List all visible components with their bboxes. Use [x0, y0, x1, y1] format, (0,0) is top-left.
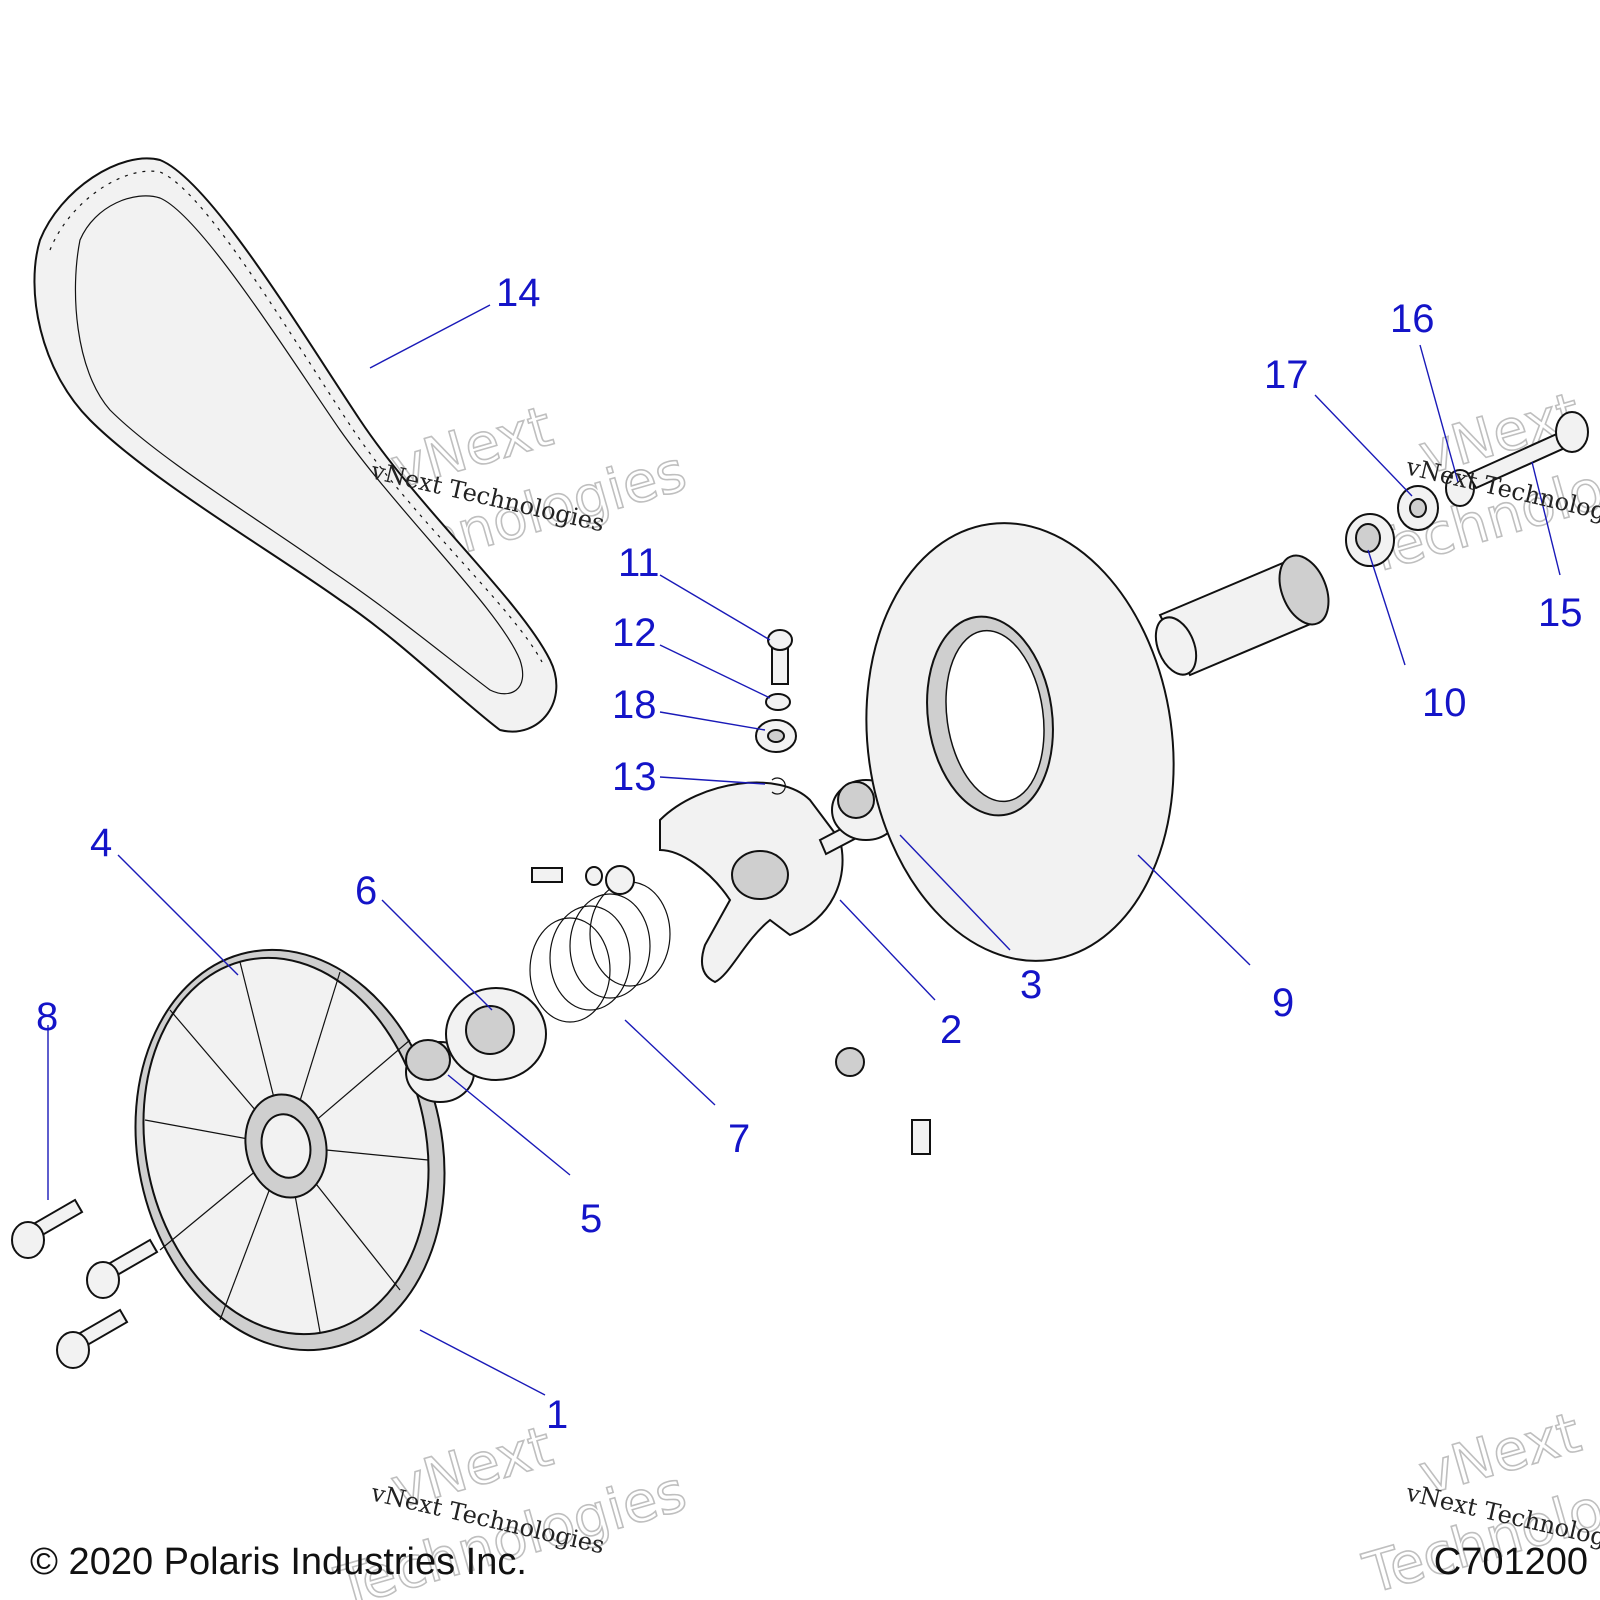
- leader-4: [117, 854, 239, 976]
- drive-belt: [33, 157, 558, 733]
- callout-18: 18: [612, 683, 657, 727]
- callout-13: 13: [612, 755, 657, 799]
- adjuster-screw: [767, 629, 793, 685]
- leader-11: [659, 574, 771, 641]
- drawing-code: C701200: [1434, 1541, 1588, 1583]
- leader-3: [899, 834, 1011, 951]
- leader-13: [659, 776, 766, 785]
- callout-8: 8: [36, 995, 58, 1039]
- leader-5: [447, 1074, 571, 1176]
- callout-7: 7: [728, 1117, 750, 1161]
- bolt: [56, 1308, 129, 1369]
- bearing-10: [1345, 513, 1395, 567]
- leader-17: [1314, 394, 1413, 497]
- bolt: [11, 1198, 84, 1259]
- callout-3: 3: [1020, 963, 1042, 1007]
- callout-6: 6: [355, 869, 377, 913]
- drive-sheave: [134, 948, 446, 1352]
- leader-14: [369, 304, 491, 369]
- leader-9: [1137, 854, 1251, 966]
- leader-6: [381, 899, 493, 1011]
- long-bolt: [1466, 411, 1589, 490]
- leader-10: [1367, 549, 1406, 666]
- bolt: [86, 1238, 159, 1299]
- washer: [765, 693, 791, 711]
- leader-1: [419, 1329, 546, 1396]
- callout-1: 1: [546, 1393, 568, 1437]
- leader-16: [1419, 344, 1459, 483]
- callout-12: 12: [612, 611, 657, 655]
- spring-seat: [445, 987, 547, 1081]
- callout-14: 14: [496, 271, 541, 315]
- callout-2: 2: [940, 1008, 962, 1052]
- pin-hardware: [531, 865, 931, 1155]
- leader-2: [839, 899, 936, 1001]
- bolts: [11, 1198, 159, 1369]
- splined-sleeve: [1154, 554, 1330, 677]
- callout-11: 11: [618, 541, 660, 585]
- leader-18: [659, 711, 766, 731]
- callout-10: 10: [1422, 681, 1467, 725]
- leader-15: [1531, 461, 1561, 576]
- bearing-17: [1397, 485, 1439, 531]
- leader-12: [659, 644, 771, 699]
- stationary-sheave: [865, 522, 1175, 962]
- callout-15: 15: [1538, 591, 1583, 635]
- leader-lines: [47, 304, 1561, 1396]
- spring: [529, 881, 671, 1023]
- callout-9: 9: [1272, 981, 1294, 1025]
- callout-5: 5: [580, 1197, 602, 1241]
- nut: [755, 719, 797, 753]
- callout-4: 4: [90, 821, 112, 865]
- copyright-notice: © 2020 Polaris Industries Inc.: [30, 1541, 527, 1583]
- callout-16: 16: [1390, 297, 1435, 341]
- leader-7: [624, 1019, 716, 1106]
- washer-16: [1445, 469, 1475, 507]
- callout-numbers: 1 2 3 4 5 6 7 8 9 10 11 12 13 14 15 16 1…: [36, 271, 1583, 1437]
- e-clip: [771, 777, 786, 795]
- callout-17: 17: [1264, 353, 1309, 397]
